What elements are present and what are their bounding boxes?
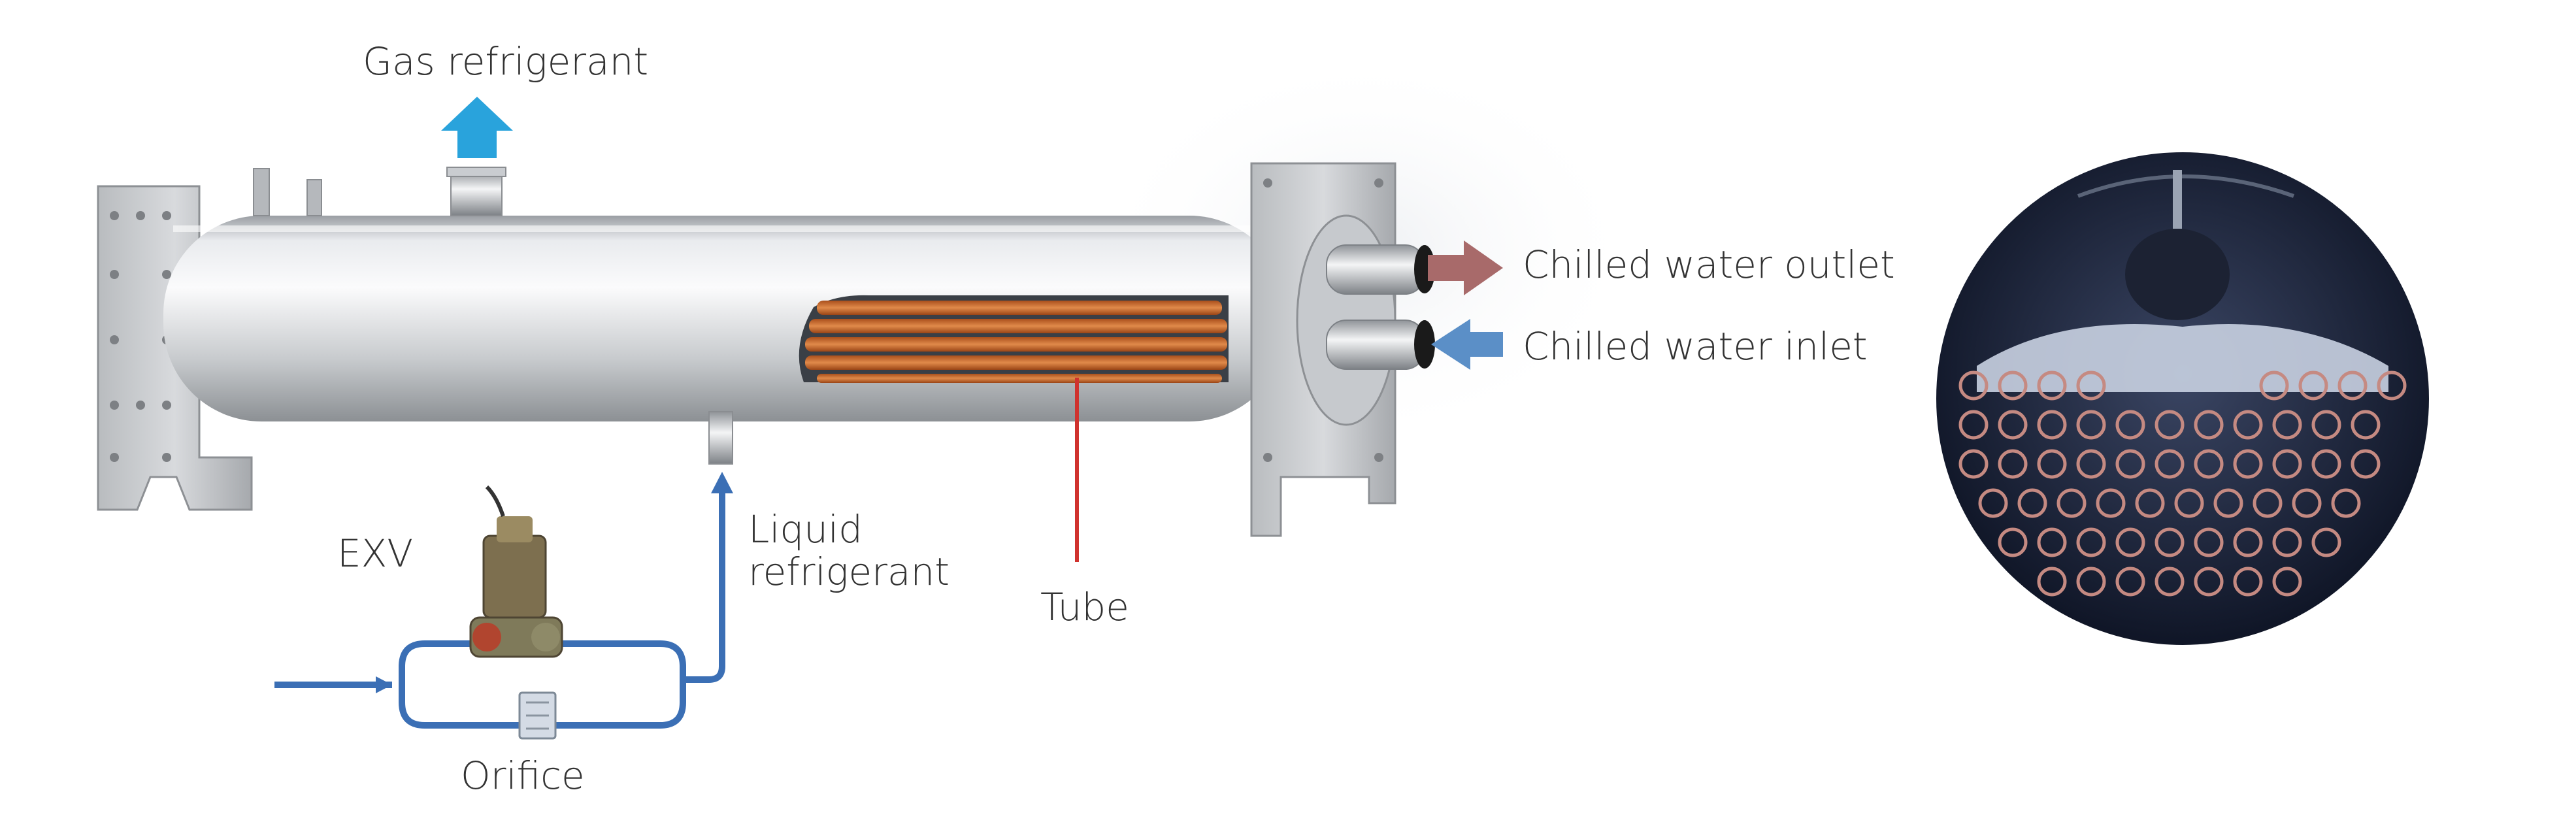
gas-refrigerant-label: Gas refrigerant	[363, 41, 648, 83]
top-fittings	[254, 167, 506, 216]
liquid-refrigerant-label-line2: refrigerant	[748, 551, 949, 593]
orifice-label: Orifice	[461, 755, 585, 797]
tube-sheet-cross-section	[1934, 150, 2431, 647]
tube-bundle-cutaway	[799, 295, 1229, 383]
exv-label: EXV	[337, 533, 413, 575]
orifice-device	[520, 693, 555, 738]
inlet-flow-arrow-icon	[376, 676, 392, 693]
liquid-inlet-stub	[709, 412, 733, 464]
chilled-water-outlet-label: Chilled water outlet	[1523, 244, 1895, 286]
exv-valve	[471, 487, 562, 657]
liquid-refrigerant-label: Liquid refrigerant	[748, 508, 949, 593]
chilled-water-inlet-label: Chilled water inlet	[1523, 325, 1868, 368]
tube-label: Tube	[1040, 586, 1129, 629]
gas-refrigerant-arrow-icon	[441, 97, 513, 158]
liquid-flow-arrow-icon	[711, 472, 733, 493]
liquid-refrigerant-label-line1: Liquid	[748, 508, 949, 551]
